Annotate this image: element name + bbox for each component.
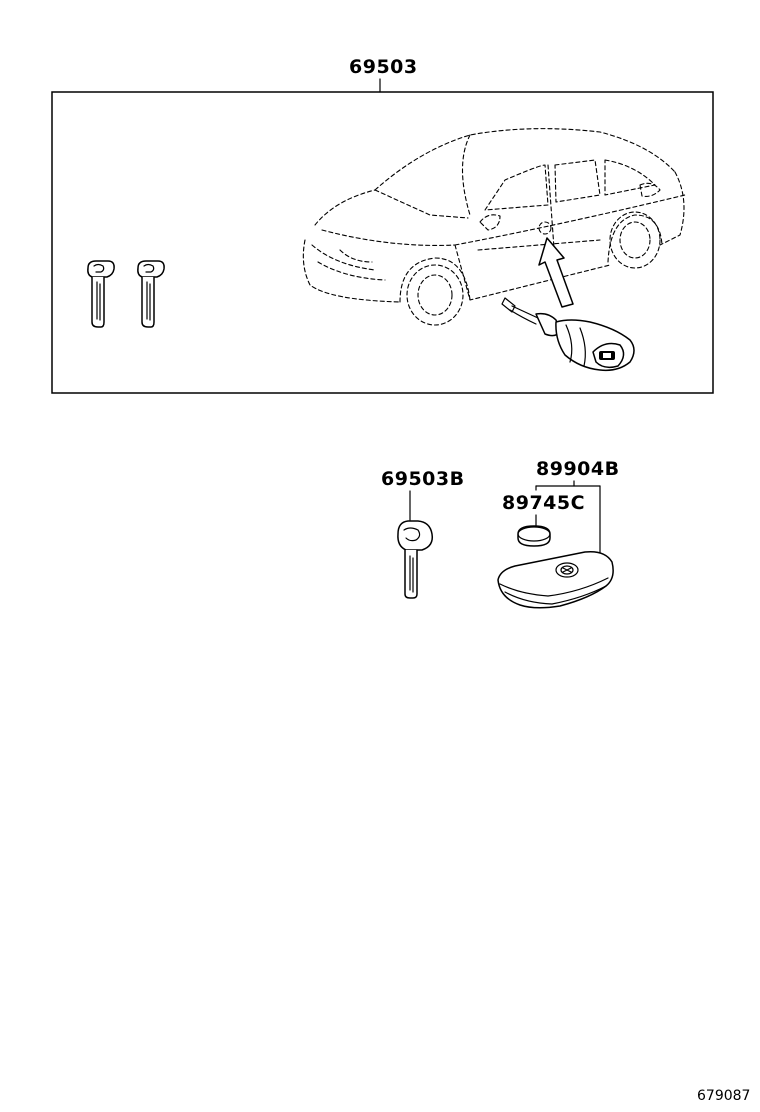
smart-key-fob-icon[interactable] <box>497 550 614 609</box>
sedan-car-icon <box>302 128 686 326</box>
arrow-icon <box>538 237 574 308</box>
assembly-part-number[interactable]: 69503 <box>349 56 418 78</box>
assembly-frame <box>51 91 714 394</box>
transmitter-part-number[interactable]: 89904B <box>536 458 620 480</box>
key-blade-icon[interactable] <box>137 260 165 328</box>
key-blade-icon[interactable] <box>397 520 434 599</box>
lock-cylinder-icon[interactable] <box>501 297 635 372</box>
transmitter-leader <box>535 480 601 556</box>
key-blade-icon[interactable] <box>87 260 115 328</box>
battery-part-number[interactable]: 89745C <box>502 492 585 514</box>
coin-battery-icon[interactable] <box>517 525 551 547</box>
key-blade-part-number[interactable]: 69503B <box>381 468 465 490</box>
diagram-reference-number: 679087 <box>697 1088 750 1104</box>
